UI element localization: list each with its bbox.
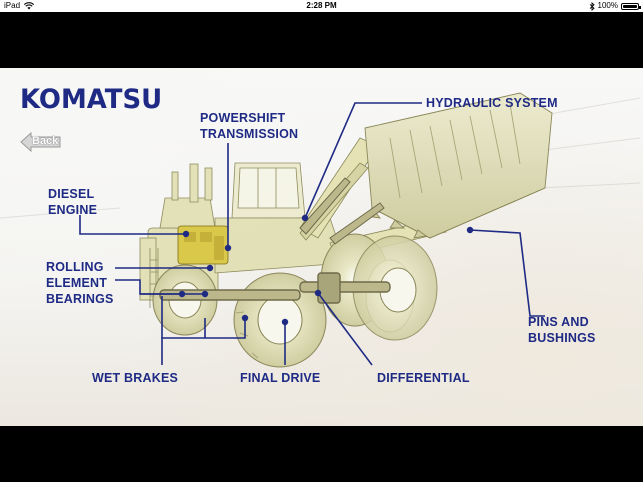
leader-lines <box>79 102 545 366</box>
status-bar: iPad 2:28 PM 100% <box>0 0 643 12</box>
hydraulic-cylinders <box>299 177 385 245</box>
wifi-icon <box>24 2 35 10</box>
back-button[interactable]: Back <box>20 132 62 152</box>
driveline <box>159 272 391 304</box>
back-arrow-icon <box>20 132 61 152</box>
letterbox-top <box>0 12 643 68</box>
callout-final-drive[interactable]: FINAL DRIVE <box>240 371 321 385</box>
komatsu-logo: KOMATSU <box>20 84 163 115</box>
callout-differential[interactable]: DIFFERENTIAL <box>377 371 470 385</box>
app-content: KOMATSU Back HYDRAULIC SYSTEM POWERSHIFT… <box>0 68 643 426</box>
back-button-label: Back <box>32 135 59 147</box>
machine-body <box>139 162 346 308</box>
callout-powershift-transmission[interactable]: POWERSHIFT TRANSMISSION <box>200 111 299 141</box>
callout-wet-brakes[interactable]: WET BRAKES <box>92 371 179 385</box>
bucket <box>364 92 553 239</box>
battery-percent: 100% <box>597 1 618 10</box>
bluetooth-icon <box>589 1 595 11</box>
wheel-loader-diagram <box>0 92 641 368</box>
leader-dots <box>178 214 474 326</box>
letterbox-bottom <box>0 426 643 482</box>
device-label: iPad <box>4 1 21 10</box>
status-time: 2:28 PM <box>306 1 337 10</box>
engine-block <box>177 225 229 265</box>
battery-icon <box>621 2 641 10</box>
callout-pins-and-bushings[interactable]: PINS AND BUSHINGS <box>528 315 596 345</box>
callout-rolling-element-bearings[interactable]: ROLLING ELEMENT BEARINGS <box>46 260 114 306</box>
callout-hydraulic-system[interactable]: HYDRAULIC SYSTEM <box>426 96 558 110</box>
callout-diesel-engine[interactable]: DIESEL ENGINE <box>48 187 98 217</box>
battery-level <box>623 4 637 8</box>
